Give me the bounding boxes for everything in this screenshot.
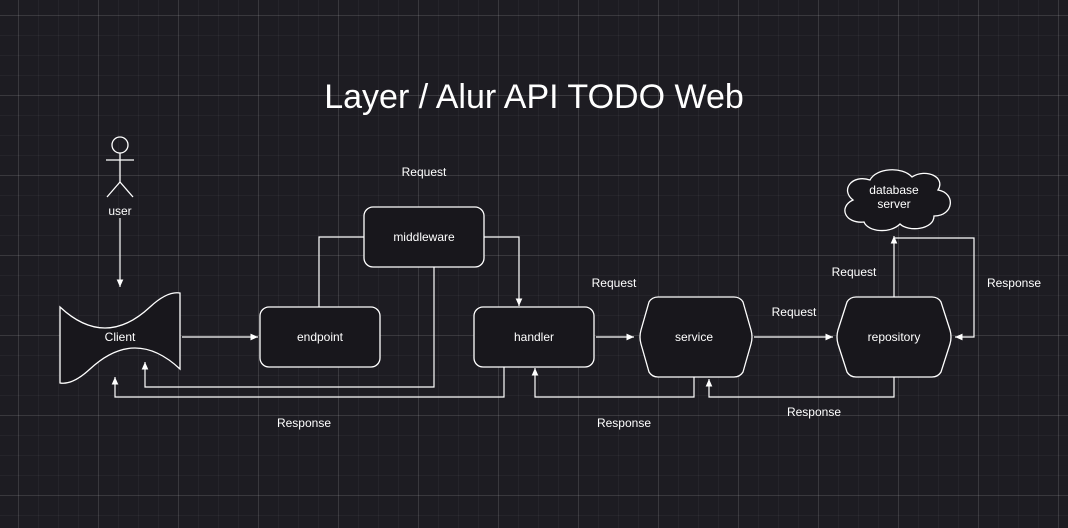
endpoint-label: endpoint — [297, 330, 344, 344]
edge-repository-to-service — [705, 377, 895, 398]
actor-head-icon — [111, 136, 129, 154]
client-node — [59, 292, 181, 384]
edge-service-to-handler — [531, 368, 695, 398]
service-label: service — [675, 330, 713, 344]
client-label: Client — [105, 330, 136, 344]
label-response-handler-client: Response — [277, 416, 331, 430]
diagram-title: Layer / Alur API TODO Web — [324, 78, 744, 116]
database-cloud-node — [844, 169, 951, 232]
user-label: user — [108, 204, 131, 218]
label-request-handler-service: Request — [592, 276, 637, 290]
middleware-label: middleware — [393, 230, 455, 244]
edge-handler-to-client — [111, 367, 505, 398]
handler-node — [473, 306, 595, 368]
middleware-node — [363, 206, 485, 268]
label-request-repository-database: Request — [832, 265, 877, 279]
database-label-line1: database — [869, 183, 919, 197]
repository-label: repository — [868, 330, 921, 344]
label-response-service-handler: Response — [597, 416, 651, 430]
label-request-service-repository: Request — [772, 305, 817, 319]
user-actor — [106, 136, 134, 198]
label-request-middleware: Request — [402, 165, 447, 179]
handler-label: handler — [514, 330, 554, 344]
repository-node — [836, 296, 952, 378]
database-label-line2: server — [877, 197, 910, 211]
edge-middleware-to-client — [141, 267, 435, 388]
service-node — [639, 296, 753, 378]
label-response-database-repository: Response — [987, 276, 1041, 290]
label-response-repository-service: Response — [787, 405, 841, 419]
edge-database-to-repository — [894, 237, 975, 341]
endpoint-node — [259, 306, 381, 368]
